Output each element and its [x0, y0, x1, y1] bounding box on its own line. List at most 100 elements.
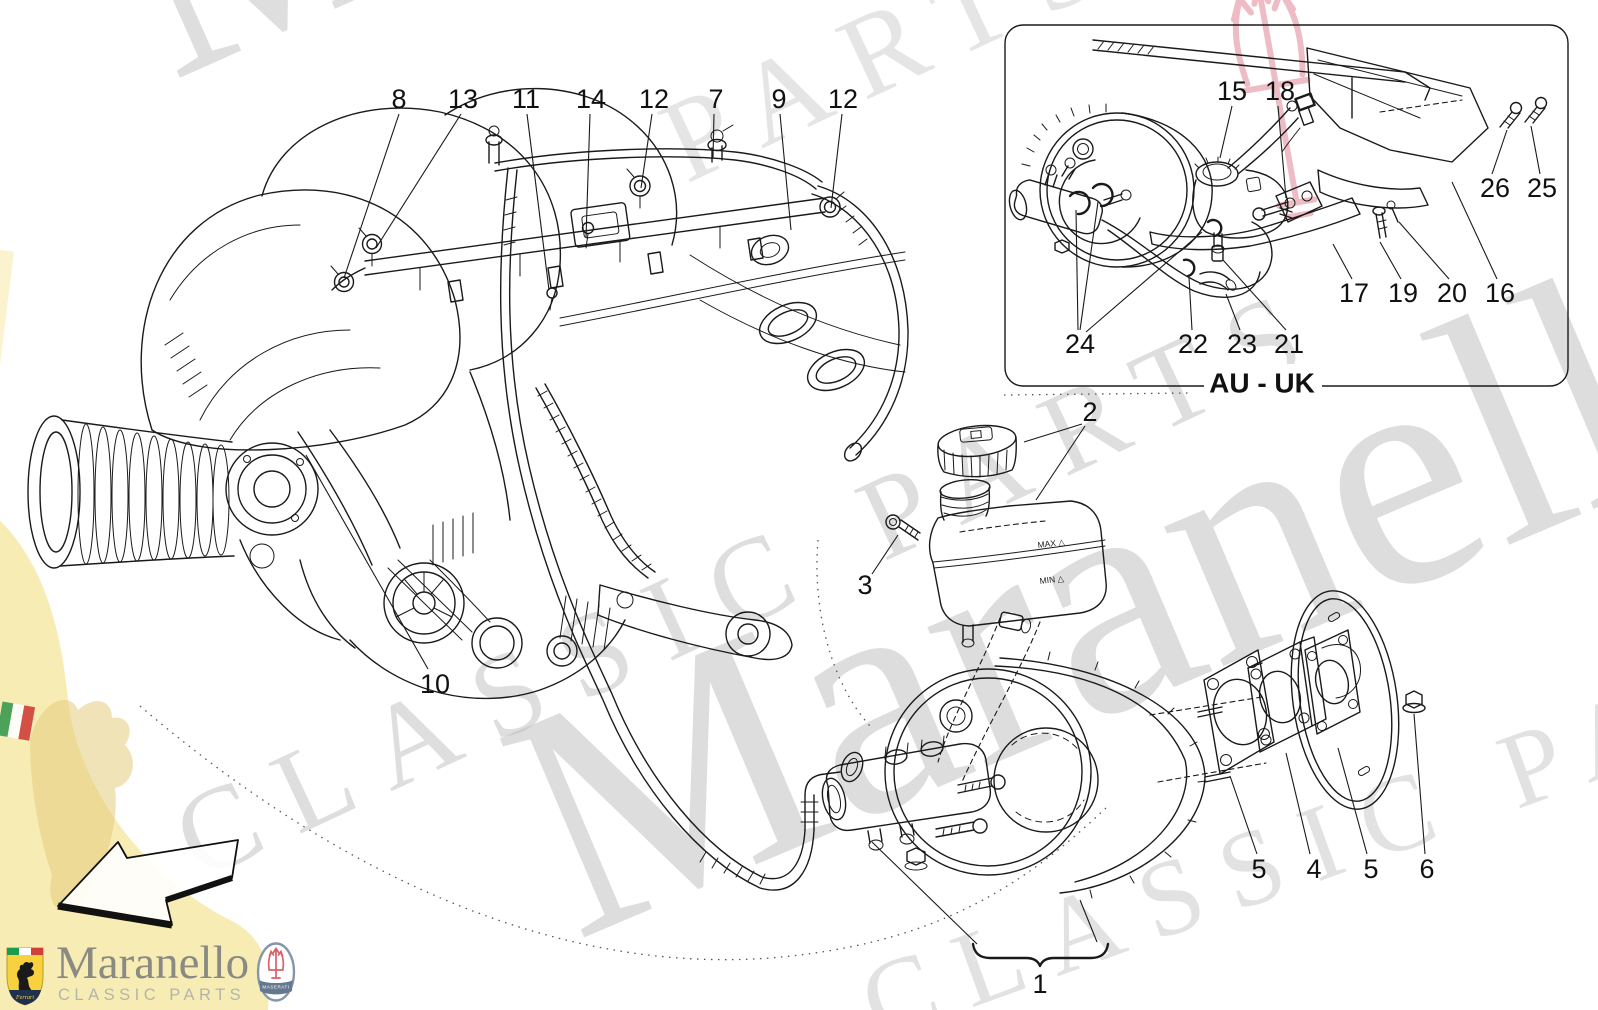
leader-main-12-4: [640, 113, 653, 189]
reservoir-min-label: MIN △: [1039, 573, 1065, 586]
leader-main-12-7: [830, 113, 843, 209]
reservoir-max-label: MAX △: [1037, 537, 1066, 550]
callout-main-11: 11: [512, 84, 540, 114]
leader-inset-20-6: [1398, 221, 1450, 280]
leader-main-8-0: [343, 113, 400, 279]
leader-main-3-10: [871, 534, 899, 575]
leader-inset-22-9: [1188, 276, 1193, 331]
leader-main-7-5: [712, 113, 715, 159]
inset-bolt-25: [1524, 96, 1548, 124]
callout-main-13: 13: [448, 84, 478, 114]
maserati-logo: MASERATI: [256, 942, 296, 1002]
leader-inset-24-8: [1085, 231, 1203, 333]
callout-main-8: 8: [391, 84, 406, 114]
leader-main-5-13: [1337, 747, 1368, 855]
body-dotted-line-3: [1003, 392, 1191, 396]
master-cylinder: [821, 735, 1006, 871]
leader-main-4-12: [1285, 752, 1311, 855]
brake-vacuum-hose: [499, 167, 864, 891]
inset-box: AU - UK: [1004, 24, 1569, 402]
o-ring-seals: [750, 234, 866, 392]
fluid-reservoir: MAX △ MIN △: [928, 424, 1107, 783]
callout-main-7: 7: [708, 84, 723, 114]
injectors: [447, 237, 764, 303]
callout-main-4: 4: [1306, 854, 1321, 884]
ferrari-wordmark: Ferrari: [15, 995, 34, 1001]
leader-main-13-1: [375, 113, 462, 249]
mounting-screws: [935, 774, 1006, 838]
engine-assembly: [27, 87, 906, 700]
callout-main-14: 14: [576, 84, 606, 114]
cylinder-nut: [904, 847, 928, 871]
leader-main-11-2: [526, 113, 550, 291]
callout-main-12: 12: [639, 84, 669, 114]
trident-watermark: [1230, 0, 1318, 221]
leader-inset-25-3: [1530, 125, 1541, 175]
callout-inset-19: 19: [1388, 278, 1418, 308]
callout-main-5: 5: [1363, 854, 1378, 884]
callout-main-6: 6: [1419, 854, 1434, 884]
leader-inset-16-7: [1451, 181, 1498, 280]
leader-inset-24-8: [1079, 201, 1099, 331]
rail-bracket: [570, 202, 631, 248]
leader-main-14-3: [585, 113, 591, 239]
inset-region-label: AU - UK: [1209, 368, 1315, 399]
inset-ring-22: [1182, 258, 1196, 278]
leader-inset-23-10: [1225, 293, 1241, 331]
callout-inset-23: 23: [1227, 329, 1257, 359]
callout-main-2: 2: [1082, 397, 1097, 427]
dust-shield: [1290, 590, 1400, 810]
ferrari-logo: Ferrari: [6, 947, 44, 1006]
callout-main-1: 1: [1032, 969, 1047, 999]
ferrari-shield-watermark: [0, 248, 269, 1010]
fuel-rail-assembly: [330, 124, 909, 462]
tricolor-watermark: [0, 701, 36, 741]
callout-main-10: 10: [420, 669, 450, 699]
horse-silhouette-watermark: [30, 700, 133, 911]
leader-main-2-9: [1023, 423, 1083, 443]
callout-main-12: 12: [828, 84, 858, 114]
callout-inset-20: 20: [1437, 278, 1467, 308]
leader-main-6-14: [1413, 713, 1426, 855]
servo-nut-6: [1402, 690, 1426, 714]
inset-bolt-19: [1375, 212, 1387, 239]
leader-inset-26-2: [1491, 129, 1508, 175]
inset-stud-20: [1391, 207, 1399, 223]
direction-arrow: [57, 839, 239, 929]
body-dotted-line: [139, 705, 1109, 961]
brand-tagline: CLASSIC PARTS: [58, 986, 246, 1004]
group-bracket-1: [971, 942, 1110, 968]
callout-inset-24: 24: [1065, 329, 1095, 359]
callout-inset-16: 16: [1485, 278, 1515, 308]
leader-inset-15-0: [1219, 105, 1233, 159]
gasket-stack: [1203, 629, 1361, 775]
maserati-wordmark: MASERATI: [262, 985, 289, 990]
inset-banjo-ring: [1206, 218, 1223, 238]
hose-clamp-12: [626, 168, 651, 209]
brand-name: Maranello: [56, 937, 250, 989]
callout-inset-22: 22: [1178, 329, 1208, 359]
leader-inset-19-5: [1379, 241, 1402, 280]
banjo-fitting-7: [707, 124, 734, 163]
inset-diagram: [1008, 39, 1548, 298]
duct-ribs: [77, 423, 230, 565]
leader-main-2-9: [1035, 425, 1086, 501]
leader-inset-24-8: [1075, 209, 1079, 331]
inset-bolt-26: [1499, 101, 1523, 129]
leader-main-9-6: [779, 113, 792, 231]
trident-icon: [267, 946, 285, 979]
callout-inset-26: 26: [1480, 173, 1510, 203]
leader-inset-18-1: [1277, 105, 1287, 199]
inset-heat-shield: [1092, 39, 1489, 209]
prancing-horse-icon: [16, 961, 35, 991]
leader-main-1-15: [871, 841, 978, 945]
leader-main-5-11: [1229, 775, 1258, 855]
callout-inset-21: 21: [1274, 329, 1304, 359]
callout-inset-15: 15: [1217, 76, 1247, 106]
body-dotted-line-2: [816, 539, 871, 727]
hose-clamp-13: [358, 227, 383, 267]
leader-main-1-15: [1079, 899, 1098, 943]
